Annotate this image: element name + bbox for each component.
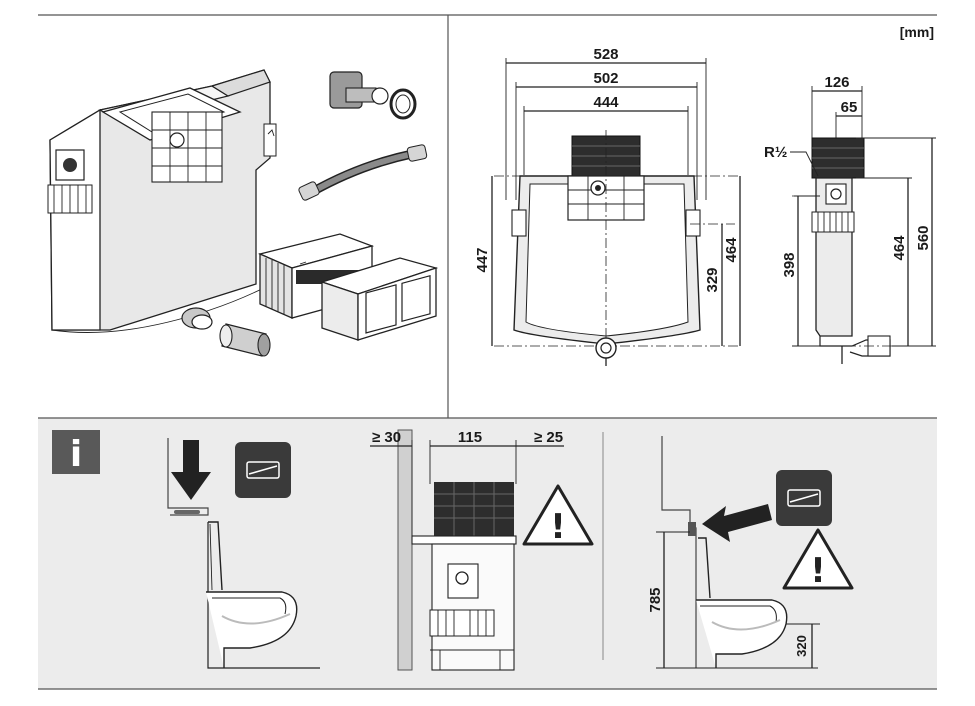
side-depth-65: 65: [841, 99, 858, 116]
flush-plate-icon-2: [776, 470, 832, 526]
cistern-isometric: [47, 69, 277, 333]
front-width-502: 502: [593, 70, 618, 87]
gap-right-label: ≥ 25: [534, 429, 563, 446]
flush-plate-icon: [235, 442, 291, 498]
flush-cap: [219, 323, 271, 357]
scene-button-height: !: [656, 436, 854, 669]
arrow-down-icon: [171, 440, 211, 500]
side-elevation: [790, 86, 936, 364]
warning-icon: !: [522, 484, 594, 547]
info-icon: i: [52, 430, 100, 475]
plate-width-label: 115: [458, 429, 482, 446]
svg-text:!: !: [550, 507, 566, 547]
cover-frame: [319, 257, 439, 341]
unit-label: [mm]: [900, 24, 934, 40]
scene-plate-width: [370, 429, 564, 671]
seat-height-label: 320: [794, 635, 809, 657]
front-height-447: 447: [474, 247, 491, 272]
side-height-398: 398: [781, 252, 798, 277]
front-width-528: 528: [593, 46, 618, 63]
button-height-label: 785: [647, 587, 664, 612]
front-height-329: 329: [704, 267, 721, 292]
warning-icon-2: !: [782, 528, 854, 591]
front-width-444: 444: [593, 94, 619, 111]
thread-label: R½: [764, 144, 787, 161]
flexible-hose: [298, 144, 428, 201]
side-height-464: 464: [891, 235, 908, 261]
flush-sleeve: [181, 307, 213, 330]
side-height-560: 560: [915, 225, 932, 250]
gap-left-label: ≥ 30: [372, 429, 401, 446]
side-depth-126: 126: [824, 74, 849, 91]
isolation-valve: [329, 71, 417, 120]
arrow-left-icon: [702, 504, 772, 542]
svg-text:i: i: [70, 434, 82, 475]
front-elevation: [491, 58, 741, 366]
scene-install-from-top: [167, 438, 320, 669]
svg-text:!: !: [810, 551, 826, 591]
front-height-464: 464: [723, 237, 740, 263]
